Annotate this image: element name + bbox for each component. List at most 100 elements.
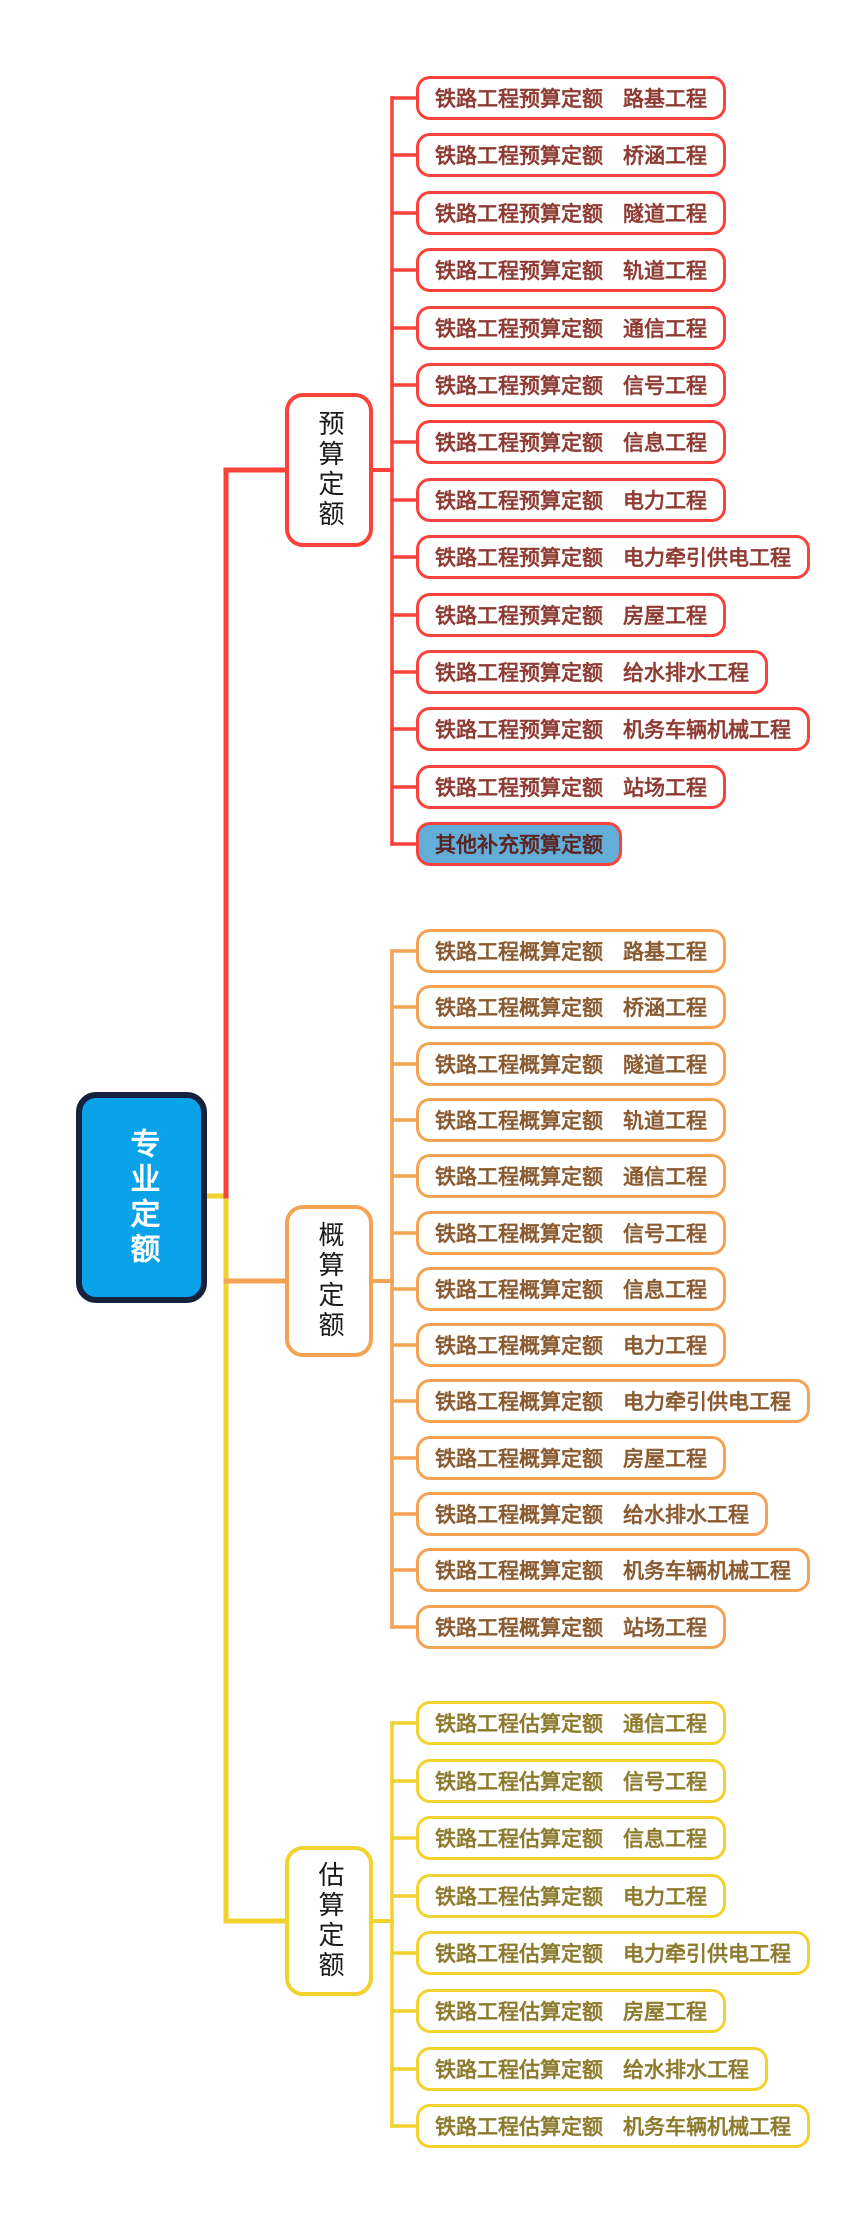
leaf-category: 信号工程 <box>623 374 707 398</box>
leaf-label: 铁路工程估算定额 <box>435 1885 603 1909</box>
leaf-category: 房屋工程 <box>623 2000 707 2024</box>
leaf-node[interactable]: 铁路工程估算定额信号工程 <box>416 1759 726 1803</box>
leaf-label: 铁路工程概算定额 <box>435 1559 603 1583</box>
branch-node-label: 估算定额 <box>314 1861 344 1981</box>
leaf-node[interactable]: 铁路工程预算定额信息工程 <box>416 420 726 464</box>
leaf-category: 隧道工程 <box>623 202 707 226</box>
leaf-label: 铁路工程概算定额 <box>435 940 603 964</box>
leaf-label: 铁路工程概算定额 <box>435 1278 603 1302</box>
leaf-category: 通信工程 <box>623 1712 707 1736</box>
leaf-node[interactable]: 铁路工程概算定额桥涵工程 <box>416 985 726 1029</box>
leaf-category: 给水排水工程 <box>623 1503 749 1527</box>
leaf-node[interactable]: 铁路工程估算定额给水排水工程 <box>416 2047 768 2091</box>
leaf-label: 铁路工程预算定额 <box>435 144 603 168</box>
leaf-label: 铁路工程概算定额 <box>435 1503 603 1527</box>
leaf-label: 铁路工程预算定额 <box>435 202 603 226</box>
leaf-category: 桥涵工程 <box>623 144 707 168</box>
leaf-node[interactable]: 铁路工程预算定额桥涵工程 <box>416 133 726 177</box>
leaf-node[interactable]: 铁路工程概算定额房屋工程 <box>416 1436 726 1480</box>
leaf-node[interactable]: 铁路工程预算定额机务车辆机械工程 <box>416 707 810 751</box>
leaf-label: 铁路工程概算定额 <box>435 1447 603 1471</box>
leaf-node[interactable]: 铁路工程概算定额信息工程 <box>416 1267 726 1311</box>
leaf-label: 铁路工程预算定额 <box>435 546 603 570</box>
leaf-category: 给水排水工程 <box>623 2058 749 2082</box>
leaf-node[interactable]: 铁路工程预算定额电力牵引供电工程 <box>416 535 810 579</box>
leaf-node[interactable]: 铁路工程概算定额站场工程 <box>416 1605 726 1649</box>
leaf-node[interactable]: 铁路工程预算定额房屋工程 <box>416 593 726 637</box>
leaf-category: 电力牵引供电工程 <box>623 1390 791 1414</box>
leaf-category: 电力工程 <box>623 1885 707 1909</box>
leaf-node[interactable]: 铁路工程概算定额路基工程 <box>416 929 726 973</box>
connector-line <box>204 1193 288 1924</box>
leaf-label: 铁路工程概算定额 <box>435 1390 603 1414</box>
leaf-node[interactable]: 铁路工程预算定额站场工程 <box>416 765 726 809</box>
leaf-node[interactable]: 铁路工程概算定额隧道工程 <box>416 1042 726 1086</box>
leaf-label: 铁路工程概算定额 <box>435 1053 603 1077</box>
leaf-category: 信息工程 <box>623 1278 707 1302</box>
leaf-label: 铁路工程估算定额 <box>435 2000 603 2024</box>
leaf-label: 铁路工程估算定额 <box>435 1712 603 1736</box>
leaf-label: 铁路工程预算定额 <box>435 776 603 800</box>
leaf-node[interactable]: 铁路工程预算定额轨道工程 <box>416 248 726 292</box>
leaf-node[interactable]: 铁路工程概算定额给水排水工程 <box>416 1492 768 1536</box>
leaf-category: 通信工程 <box>623 1165 707 1189</box>
leaf-category: 机务车辆机械工程 <box>623 1559 791 1583</box>
leaf-node[interactable]: 铁路工程估算定额电力工程 <box>416 1874 726 1918</box>
leaf-node-special[interactable]: 其他补充预算定额 <box>416 822 622 866</box>
leaf-node[interactable]: 铁路工程预算定额隧道工程 <box>416 191 726 235</box>
leaf-node[interactable]: 铁路工程估算定额信息工程 <box>416 1816 726 1860</box>
branch-node-label: 预算定额 <box>314 410 344 530</box>
leaf-category: 信息工程 <box>623 1827 707 1851</box>
leaf-category: 机务车辆机械工程 <box>623 2115 791 2139</box>
leaf-category: 轨道工程 <box>623 259 707 283</box>
leaf-label: 铁路工程预算定额 <box>435 604 603 628</box>
branch-node-gusuan-dinge[interactable]: 估算定额 <box>285 1846 373 1996</box>
leaf-label: 铁路工程估算定额 <box>435 1827 603 1851</box>
leaf-label: 铁路工程预算定额 <box>435 661 603 685</box>
leaf-label: 铁路工程概算定额 <box>435 1616 603 1640</box>
leaf-category: 信息工程 <box>623 431 707 455</box>
leaf-node[interactable]: 铁路工程预算定额给水排水工程 <box>416 650 768 694</box>
leaf-label: 铁路工程概算定额 <box>435 1165 603 1189</box>
leaf-category: 信号工程 <box>623 1770 707 1794</box>
branch-node-yusuan-dinge[interactable]: 预算定额 <box>285 393 373 547</box>
branch-node-gaisuan-dinge[interactable]: 概算定额 <box>285 1205 373 1357</box>
leaf-label: 铁路工程预算定额 <box>435 87 603 111</box>
leaf-label: 铁路工程估算定额 <box>435 2058 603 2082</box>
root-node-zhuanye-dinge[interactable]: 专业定额 <box>76 1092 207 1303</box>
leaf-label: 铁路工程估算定额 <box>435 2115 603 2139</box>
leaf-node[interactable]: 铁路工程概算定额电力牵引供电工程 <box>416 1379 810 1423</box>
leaf-label: 铁路工程预算定额 <box>435 259 603 283</box>
branch-node-label: 概算定额 <box>314 1221 344 1341</box>
leaf-node[interactable]: 铁路工程概算定额轨道工程 <box>416 1098 726 1142</box>
leaf-category: 给水排水工程 <box>623 661 749 685</box>
leaf-label: 铁路工程预算定额 <box>435 489 603 513</box>
connector-line <box>223 467 288 1199</box>
leaf-node[interactable]: 铁路工程估算定额机务车辆机械工程 <box>416 2104 810 2148</box>
leaf-node[interactable]: 铁路工程预算定额信号工程 <box>416 363 726 407</box>
leaf-label: 铁路工程概算定额 <box>435 1334 603 1358</box>
leaf-node[interactable]: 铁路工程预算定额通信工程 <box>416 306 726 350</box>
leaf-node[interactable]: 铁路工程预算定额路基工程 <box>416 76 726 120</box>
leaf-node[interactable]: 铁路工程概算定额机务车辆机械工程 <box>416 1548 810 1592</box>
leaf-node[interactable]: 铁路工程估算定额电力牵引供电工程 <box>416 1931 810 1975</box>
leaf-node[interactable]: 铁路工程概算定额电力工程 <box>416 1323 726 1367</box>
leaf-node[interactable]: 铁路工程概算定额通信工程 <box>416 1154 726 1198</box>
leaf-category: 信号工程 <box>623 1222 707 1246</box>
leaf-category: 通信工程 <box>623 317 707 341</box>
leaf-node[interactable]: 铁路工程预算定额电力工程 <box>416 478 726 522</box>
leaf-category: 电力工程 <box>623 1334 707 1358</box>
leaf-category: 电力牵引供电工程 <box>623 546 791 570</box>
leaf-node[interactable]: 铁路工程估算定额房屋工程 <box>416 1989 726 2033</box>
leaf-category: 站场工程 <box>623 776 707 800</box>
leaf-category: 隧道工程 <box>623 1053 707 1077</box>
leaf-category: 路基工程 <box>623 87 707 111</box>
leaf-category: 房屋工程 <box>623 604 707 628</box>
leaf-node[interactable]: 铁路工程概算定额信号工程 <box>416 1211 726 1255</box>
leaf-category: 机务车辆机械工程 <box>623 718 791 742</box>
leaf-category: 轨道工程 <box>623 1109 707 1133</box>
leaf-label: 铁路工程预算定额 <box>435 718 603 742</box>
leaf-node[interactable]: 铁路工程估算定额通信工程 <box>416 1701 726 1745</box>
